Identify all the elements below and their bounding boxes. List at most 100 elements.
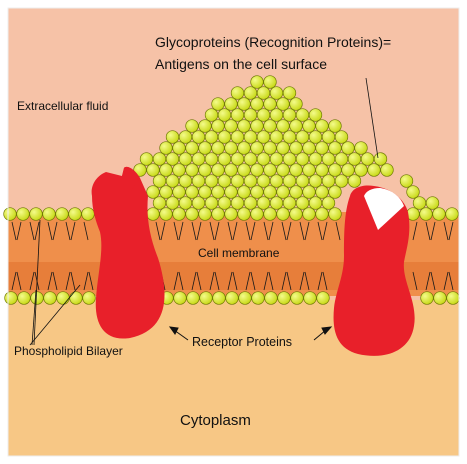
cytoplasm-label: Cytoplasm [180, 412, 251, 429]
phospholipid-head [186, 164, 199, 177]
phospholipid-head [355, 164, 368, 177]
phospholipid-head [238, 186, 251, 199]
phospholipid-head [231, 131, 244, 144]
phospholipid-head [303, 142, 316, 155]
phospholipid-head [329, 164, 342, 177]
phospholipid-head [205, 153, 218, 166]
phospholipid-head [290, 164, 303, 177]
phospholipid-head [173, 208, 186, 221]
phospholipid-head [407, 186, 420, 199]
phospholipid-head [264, 186, 277, 199]
extracellular-label: Extracellular fluid [17, 99, 108, 113]
phospholipid-head [252, 292, 265, 305]
phospholipid-head [44, 292, 57, 305]
bilayer-label: Phospholipid Bilayer [14, 344, 123, 358]
phospholipid-head [205, 197, 218, 210]
phospholipid-head [290, 208, 303, 221]
phospholipid-head [426, 197, 439, 210]
phospholipid-head [316, 164, 329, 177]
phospholipid-head [244, 109, 257, 122]
phospholipid-head [283, 87, 296, 100]
phospholipid-head [270, 109, 283, 122]
phospholipid-head [140, 153, 153, 166]
phospholipid-head [244, 197, 257, 210]
phospholipid-head [290, 98, 303, 111]
phospholipid-head [160, 142, 173, 155]
phospholipid-head [283, 109, 296, 122]
phospholipid-head [231, 109, 244, 122]
phospholipid-head [296, 153, 309, 166]
phospholipid-head [277, 142, 290, 155]
phospholipid-head [335, 131, 348, 144]
phospholipid-head [199, 186, 212, 199]
phospholipid-head [4, 208, 17, 221]
phospholipid-head [283, 153, 296, 166]
phospholipid-head [277, 120, 290, 133]
phospholipid-head [283, 175, 296, 188]
phospholipid-head [278, 292, 291, 305]
phospholipid-head [225, 186, 238, 199]
phospholipid-head [147, 164, 160, 177]
phospholipid-head [296, 175, 309, 188]
phospholipid-head [218, 109, 231, 122]
phospholipid-head [264, 208, 277, 221]
phospholipid-head [192, 153, 205, 166]
phospholipid-head [251, 164, 264, 177]
phospholipid-head [238, 142, 251, 155]
phospholipid-head [218, 153, 231, 166]
phospholipid-head [231, 153, 244, 166]
phospholipid-head [355, 142, 368, 155]
phospholipid-head [238, 120, 251, 133]
phospholipid-head [420, 208, 433, 221]
phospholipid-head [244, 175, 257, 188]
phospholipid-head [153, 153, 166, 166]
phospholipid-head [199, 164, 212, 177]
phospholipid-head [303, 164, 316, 177]
phospholipid-head [160, 164, 173, 177]
phospholipid-head [179, 197, 192, 210]
phospholipid-head [257, 109, 270, 122]
phospholipid-head [199, 142, 212, 155]
phospholipid-head [290, 120, 303, 133]
phospholipid-head [153, 197, 166, 210]
phospholipid-head [212, 142, 225, 155]
phospholipid-head [316, 120, 329, 133]
phospholipid-head [186, 142, 199, 155]
phospholipid-head [264, 76, 277, 89]
phospholipid-head [199, 120, 212, 133]
phospholipid-head [173, 164, 186, 177]
phospholipid-head [186, 120, 199, 133]
phospholipid-head [433, 208, 446, 221]
phospholipid-head [213, 292, 226, 305]
phospholipid-head [251, 120, 264, 133]
phospholipid-head [447, 292, 460, 305]
phospholipid-head [348, 175, 361, 188]
phospholipid-head [309, 175, 322, 188]
glycoprotein-label-line1: Glycoproteins (Recognition Proteins)= [155, 34, 391, 50]
phospholipid-head [277, 98, 290, 111]
phospholipid-head [218, 175, 231, 188]
phospholipid-head [173, 186, 186, 199]
phospholipid-head [56, 208, 69, 221]
phospholipid-head [291, 292, 304, 305]
phospholipid-head [322, 153, 335, 166]
phospholipid-head [187, 292, 200, 305]
phospholipid-head [212, 98, 225, 111]
phospholipid-head [244, 131, 257, 144]
phospholipid-head [192, 197, 205, 210]
phospholipid-head [212, 208, 225, 221]
phospholipid-head [342, 142, 355, 155]
phospholipid-head [173, 142, 186, 155]
phospholipid-head [31, 292, 44, 305]
phospholipid-head [205, 131, 218, 144]
phospholipid-head [186, 186, 199, 199]
phospholipid-head [83, 292, 96, 305]
phospholipid-head [303, 120, 316, 133]
membrane-label: Cell membrane [198, 246, 280, 260]
phospholipid-head [17, 208, 30, 221]
phospholipid-head [335, 153, 348, 166]
phospholipid-head [434, 292, 447, 305]
phospholipid-head [192, 131, 205, 144]
phospholipid-head [239, 292, 252, 305]
phospholipid-head [309, 131, 322, 144]
